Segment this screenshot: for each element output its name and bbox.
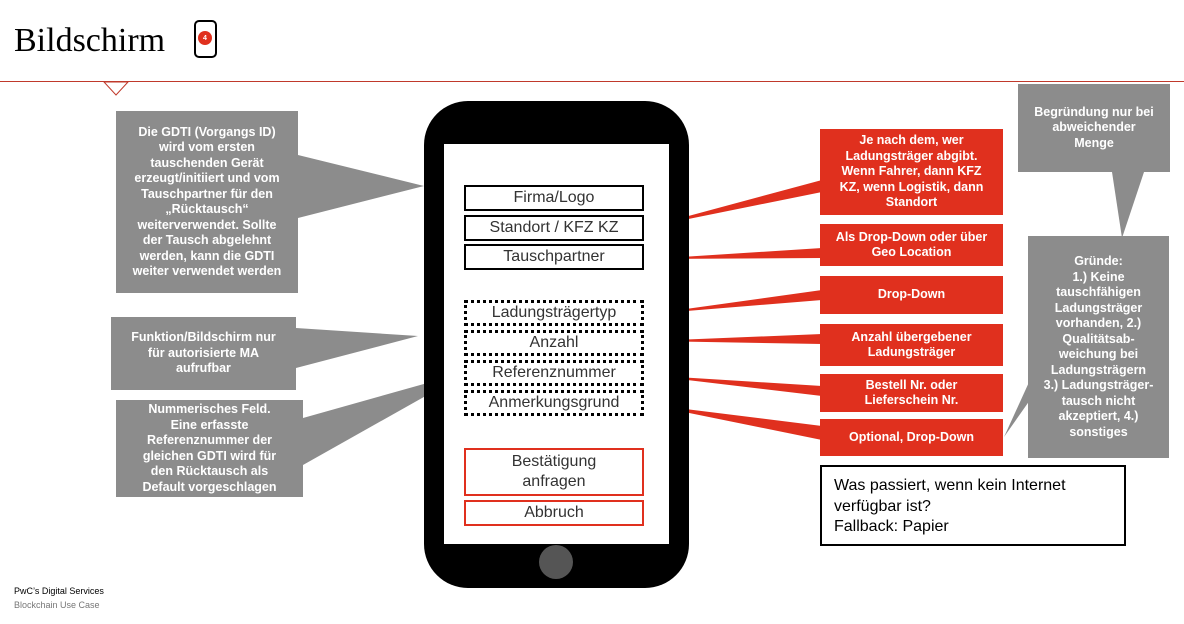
callout-ladungstraegertyp-pointer bbox=[650, 290, 822, 314]
footer-subtitle: Blockchain Use Case bbox=[14, 600, 100, 610]
callout-tauschpartner-pointer bbox=[650, 248, 822, 259]
question-line-1: Was passiert, wenn kein Internet bbox=[834, 477, 1066, 494]
field-anmerkungsgrund[interactable]: Anmerkungsgrund bbox=[464, 390, 644, 416]
cancel-button[interactable]: Abbruch bbox=[464, 500, 644, 526]
note-gdti: Die GDTI (Vorgangs ID) wird vom ersten t… bbox=[116, 111, 298, 293]
home-button[interactable] bbox=[539, 545, 573, 579]
field-firma-logo: Firma/Logo bbox=[464, 185, 644, 211]
note-numerisch: Nummerisches Feld. Eine erfasste Referen… bbox=[116, 400, 303, 497]
note-anmerkung: Optional, Drop-Down bbox=[820, 419, 1003, 456]
note-begruendung: Begründung nur bei abweichender Menge bbox=[1018, 84, 1170, 172]
confirm-request-button[interactable]: Bestätigung anfragen bbox=[464, 448, 644, 496]
note-ladungstraegertyp: Drop-Down bbox=[820, 276, 1003, 314]
question-box: Was passiert, wenn kein Internet verfügb… bbox=[820, 465, 1126, 546]
callout-begruendung-pointer bbox=[1112, 172, 1144, 238]
page-title: Bildschirm bbox=[14, 22, 166, 59]
callout-anzahl-pointer bbox=[650, 334, 822, 344]
field-standort[interactable]: Standort / KFZ KZ bbox=[464, 215, 644, 241]
callout-referenz-pointer bbox=[645, 375, 822, 396]
note-funktion: Funktion/Bildschirm nur für autorisierte… bbox=[111, 317, 296, 390]
callout-gruende-pointer bbox=[1004, 380, 1030, 437]
note-standort: Je nach dem, wer Ladungsträger abgibt. W… bbox=[820, 129, 1003, 215]
field-referenznummer[interactable]: Referenznummer bbox=[464, 360, 644, 386]
note-referenz: Bestell Nr. oder Lieferschein Nr. bbox=[820, 374, 1003, 412]
note-tauschpartner: Als Drop-Down oder über Geo Location bbox=[820, 224, 1003, 266]
callout-anmerkung-pointer bbox=[645, 404, 822, 440]
question-line-3: Fallback: Papier bbox=[834, 518, 949, 535]
callout-gdti-pointer bbox=[298, 155, 424, 218]
note-anzahl: Anzahl übergebener Ladungsträger bbox=[820, 324, 1003, 366]
title-rule-notch bbox=[102, 81, 130, 96]
footer-brand: PwC’s Digital Services bbox=[14, 586, 104, 596]
question-line-2: verfügbar ist? bbox=[834, 497, 931, 515]
field-anzahl[interactable]: Anzahl bbox=[464, 330, 644, 356]
title-rule bbox=[0, 81, 1184, 82]
notification-badge: 4 bbox=[198, 31, 212, 45]
field-tauschpartner[interactable]: Tauschpartner bbox=[464, 244, 644, 270]
callout-funktion-pointer bbox=[296, 328, 418, 368]
field-ladungstraegertyp[interactable]: Ladungsträgertyp bbox=[464, 300, 644, 326]
note-gruende: Gründe: 1.) Keine tauschfähigen Ladungst… bbox=[1028, 236, 1169, 458]
